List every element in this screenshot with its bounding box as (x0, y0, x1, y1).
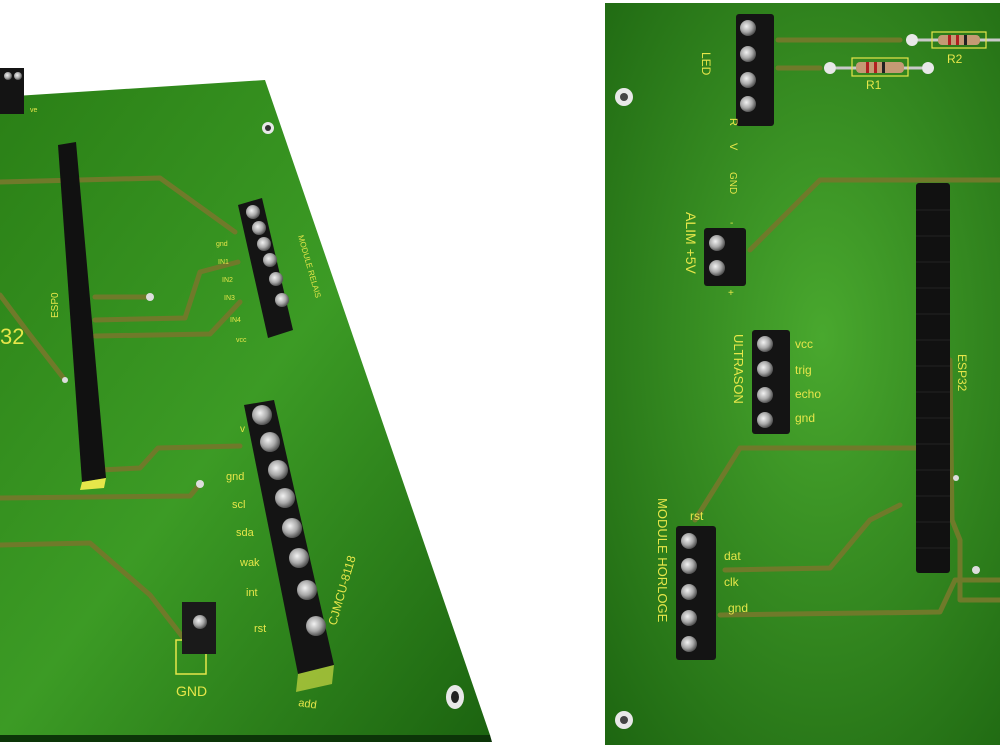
ultrason-pin-gnd: gnd (795, 411, 815, 425)
trace (92, 299, 243, 339)
trace (717, 577, 1000, 618)
via (196, 480, 204, 488)
sensor-pin-v: v (240, 424, 245, 435)
relay-pin-in1: IN1 (218, 259, 229, 266)
trace (92, 259, 241, 323)
ultrason-pins (757, 336, 773, 428)
ultrason-pin-trig: trig (795, 363, 812, 377)
sensor-pin-sda: sda (236, 527, 255, 539)
relay-pin-gnd: gnd (216, 241, 228, 248)
mounting-hole-center (620, 716, 628, 724)
esp-header-outline (80, 478, 106, 490)
esp32-partial-label: 32 (0, 324, 24, 349)
horloge-pin-dat: dat (724, 549, 741, 563)
via (62, 377, 68, 383)
via (972, 566, 980, 574)
trace (0, 292, 68, 383)
sensor-pins (252, 405, 326, 636)
ultrason-pin-vcc: vcc (795, 337, 813, 351)
led-pins (740, 20, 756, 112)
alim-connector (704, 228, 746, 286)
led-pin-gnd: GND (727, 172, 738, 194)
esp32-header (916, 183, 950, 573)
right-pcb-board: LED R V GND R2 R1 (605, 3, 1000, 745)
relay-pins (246, 205, 289, 307)
r2-label: R2 (947, 52, 963, 66)
led-pin-r: R (727, 118, 739, 126)
relay-pin-in2: IN2 (222, 277, 233, 284)
sensor-pin-scl: scl (232, 499, 245, 511)
pin-label: ve (30, 107, 38, 114)
trace (0, 175, 238, 235)
horloge-label: MODULE HORLOGE (655, 498, 670, 623)
led-label: LED (699, 52, 713, 76)
alim-pin (709, 260, 725, 276)
mounting-hole-center (265, 125, 271, 131)
relay-pin-in4: IN4 (230, 317, 241, 324)
trace (0, 481, 203, 501)
ultrason-label: ULTRASON (731, 334, 746, 404)
ultrason-header (752, 330, 790, 434)
sensor-pin-int: int (246, 587, 258, 599)
horloge-pin-gnd: gnd (728, 601, 748, 615)
resistor-r1 (824, 57, 934, 77)
trace (722, 502, 903, 573)
gnd-pin (193, 615, 207, 629)
left-pcb-board: ve ESP0 32 gnd IN1 IN2 IN3 IN4 vcc MODUL… (0, 68, 492, 742)
horloge-pin-rst: rst (690, 509, 704, 523)
ultrason-pin-echo: echo (795, 387, 821, 401)
sensor-pin-add: add (298, 697, 318, 711)
mounting-hole-center (620, 93, 628, 101)
esp32-label: ESP32 (955, 354, 969, 392)
resistor-r2 (906, 31, 1000, 49)
r1-label: R1 (866, 78, 882, 92)
via (146, 293, 154, 301)
alim-minus: - (730, 218, 733, 229)
esp-header (58, 142, 106, 482)
via (953, 475, 959, 481)
alim-plus: + (728, 288, 734, 299)
trace (747, 177, 1000, 253)
sensor-pin-gnd: gnd (226, 471, 244, 483)
mounting-hole-center (451, 691, 459, 703)
esp-label: ESP0 (50, 292, 61, 318)
esp32-header-segments (916, 209, 950, 549)
led-pin-v: V (727, 143, 739, 151)
trace (692, 445, 921, 523)
pin (4, 72, 12, 80)
trace (97, 443, 243, 473)
alim-label: ALIM +5V (683, 212, 699, 275)
sensor-pin-rst: rst (254, 623, 266, 635)
horloge-pin-clk: clk (724, 575, 740, 589)
trace (947, 357, 1000, 603)
trace (0, 540, 188, 643)
relay-pin-in3: IN3 (224, 295, 235, 302)
alim-pin (709, 235, 725, 251)
gnd-label: GND (176, 683, 207, 699)
sensor-pin-wak: wak (239, 557, 260, 569)
relay-pin-vcc: vcc (236, 337, 247, 344)
pin (14, 72, 22, 80)
sensor-header-outline (296, 665, 334, 692)
horloge-pins (681, 533, 697, 652)
